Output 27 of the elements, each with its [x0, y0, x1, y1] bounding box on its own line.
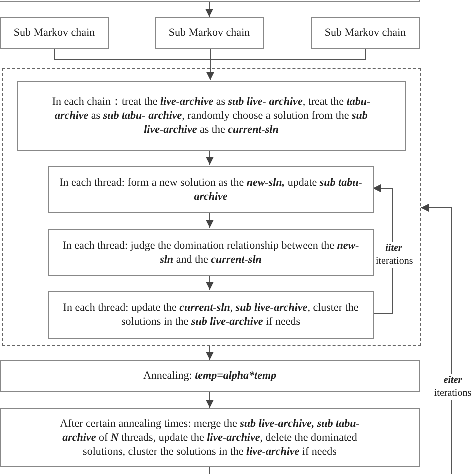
step-text: In each thread: form a new solution as the new-sln, update sub tabu-archive: [58, 176, 364, 204]
process-box: [17, 81, 406, 151]
step-text: In each thread: update the current-sln, sub live-archive, cluster the solutions in the sub live-archive if needs: [62, 301, 360, 329]
arrow: [206, 48, 366, 80]
process-box: [48, 291, 374, 339]
process-box: [48, 229, 374, 276]
step-text: Sub Markov chain: [14, 26, 96, 40]
step-text: In each chain：treat the live-archive as sub live- archive, treat the tabu-archive as sub tabu- archive, randomly choose a solution from the sub live-archive as the current-sln: [51, 95, 372, 137]
process-box: [311, 17, 420, 49]
arrow: [206, 2, 214, 18]
process-box: [0, 17, 109, 49]
arrow: [206, 212, 214, 228]
step-text: Annealing: temp=alpha*temp: [143, 369, 277, 383]
edge-label: iiter iterations: [376, 242, 412, 268]
process-box: [0, 360, 420, 392]
process-box: [155, 17, 264, 49]
arrow: [206, 346, 214, 360]
process-box: [0, 408, 420, 467]
arrow: [206, 150, 214, 166]
process-box: [48, 166, 374, 213]
step-text: After certain annealing times: merge the sub live-archive, sub tabu-archive of N threads, update the live-archive, delete the dominated solutions, cluster the solutions in the live-archive if needs: [59, 416, 361, 458]
step-text: Sub Markov chain: [168, 26, 250, 40]
arrow: [206, 392, 214, 408]
arrow: [206, 274, 214, 290]
arrow: [420, 204, 452, 474]
step-text: In each thread: judge the domination relationship between the new-sln and the current-sln: [62, 238, 360, 266]
step-text: Sub Markov chain: [324, 26, 406, 40]
